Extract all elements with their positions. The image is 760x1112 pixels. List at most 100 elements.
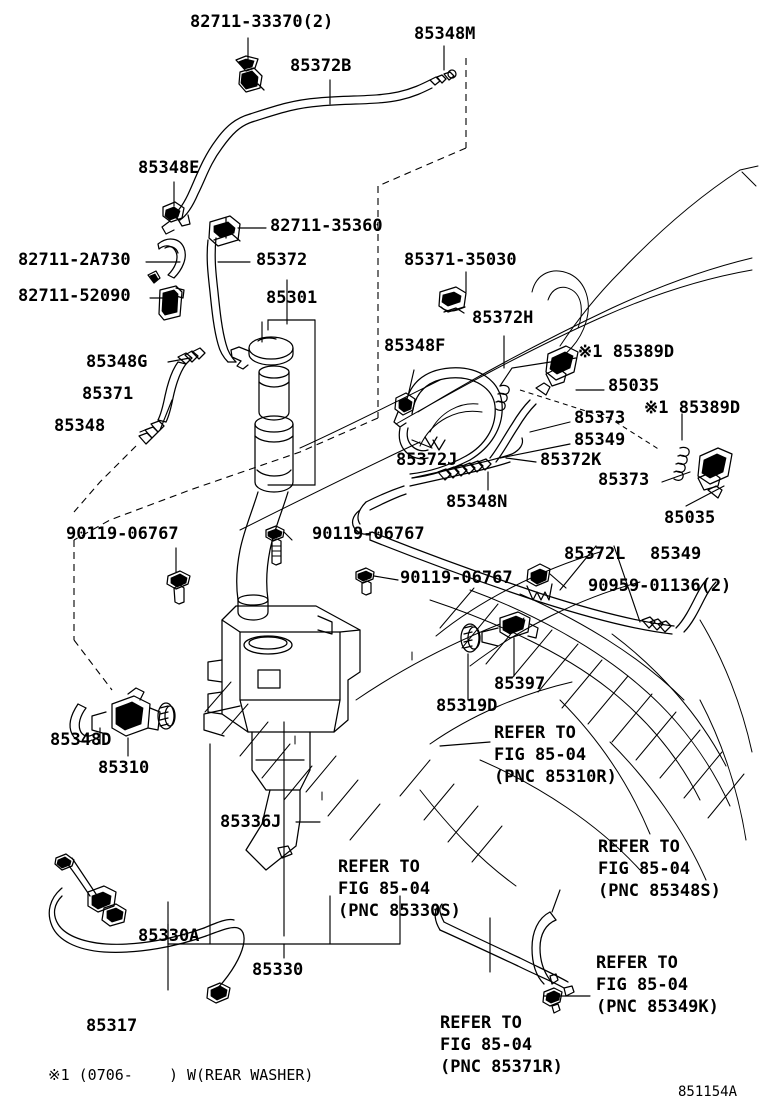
vehicle-body-outline [239,165,759,887]
label-85035-1: 85035 [608,376,660,396]
label-refer-85349K: REFER TO FIG 85-04 (PNC 85349K) [596,953,719,1018]
label-85348E: 85348E [138,158,200,178]
label-85372K: 85372K [540,450,602,470]
part-85348M-connector [429,69,457,86]
label-90119-06767-a: 90119-06767 [66,524,179,544]
part-85389D-clip-left [495,384,510,411]
label-85319D: 85319D [436,696,498,716]
label-85301: 85301 [266,288,318,308]
ghost-line-right-nozzle-2 [519,389,609,419]
label-82711-33370: 82711-33370(2) [190,12,334,32]
part-85348F-joint [393,392,429,460]
part-85301-cap [230,336,294,370]
leader-85348G [167,357,191,363]
label-85349-2: 85349 [650,544,702,564]
label-85348D: 85348D [50,730,112,750]
label-refer-85310R: REFER TO FIG 85-04 (PNC 85310R) [494,723,617,788]
part-85310-pump [91,687,161,737]
label-85397: 85397 [494,674,546,694]
figure-id: 851154A [678,1084,738,1100]
part-85371-35030-clip [438,286,467,314]
label-85348: 85348 [54,416,106,436]
ghost-line-panel-lower [73,417,379,541]
part-82711-52090-clip [158,285,185,321]
leader-85349-left [499,443,571,459]
part-82711-35360-clip [208,215,241,247]
leader-85373-left [529,421,571,433]
leader-90119-b [283,531,293,541]
leader-85301-a [267,319,316,331]
label-refer-85371R: REFER TO FIG 85-04 (PNC 85371R) [440,1013,563,1078]
part-85397-nozzle [481,611,539,647]
leader-90959 [549,573,567,589]
label-85330: 85330 [252,960,304,980]
label-85372B: 85372B [290,56,352,76]
leader-85372J [411,439,433,449]
leader-85035-right [685,485,725,507]
part-85310-grommet [157,702,176,730]
part-85317-harness [48,853,245,1004]
leader-lines [99,37,725,991]
part-85348E-elbow [161,201,191,235]
part-85389D-clip-right [673,446,690,481]
leader-85373-right [661,471,691,483]
leader-85349-right [613,545,641,623]
label-85389D-2: ※1 85389D [644,398,741,418]
part-90119-06767-bolt-b [265,525,285,566]
part-85319D-grommet [460,623,481,653]
leader-90119-c [373,575,399,581]
part-85373-hose-right [675,577,717,633]
leader-85301-box [267,319,316,486]
label-85372: 85372 [256,250,308,270]
label-85372L: 85372L [564,544,626,564]
part-82711-2A730-clip [147,238,186,284]
label-85348N: 85348N [446,492,508,512]
label-85035-2: 85035 [664,508,716,528]
part-85349K-fitting [542,973,563,1014]
label-90959-01136: 90959-01136(2) [588,576,732,596]
part-85372-hose [206,237,237,363]
leader-85348F [407,369,415,397]
ghost-line-right-nozzle [599,411,661,451]
label-85373-1: 85373 [574,408,626,428]
label-refer-85330S: REFER TO FIG 85-04 (PNC 85330S) [338,857,461,922]
part-85348-connector [138,420,165,445]
label-85372J: 85372J [396,450,458,470]
part-90119-06767-bolt-c [355,567,375,596]
label-82711-2A730: 82711-2A730 [18,250,131,270]
leader-85389D-left [499,357,577,387]
leader-85348S [551,889,561,913]
part-82711-33370-clip [235,55,265,93]
part-85035-nozzle-right [697,447,733,499]
label-85372H: 85372H [472,308,534,328]
part-90959-01136-clip [526,563,553,601]
part-85349-connector-left [469,458,492,473]
part-85330-reservoir [203,605,413,871]
leader-85348 [139,427,151,433]
label-82711-35360: 82711-35360 [270,216,383,236]
label-90119-06767-b: 90119-06767 [312,524,425,544]
ghost-line-85348 [73,445,137,513]
label-85317: 85317 [86,1016,138,1036]
label-85336J: 85336J [220,812,282,832]
part-85372B-hose [171,79,433,221]
label-85348F: 85348F [384,336,446,356]
part-90119-06767-bolt-a [166,570,191,605]
ghost-line-panel-left2 [73,639,113,691]
label-85373-2: 85373 [598,470,650,490]
part-85372K-hose [351,437,675,635]
leader-85372L [559,545,597,591]
label-85348G: 85348G [86,352,148,372]
label-82711-52090: 82711-52090 [18,286,131,306]
part-85349-connector-right [641,616,672,633]
leader-frame-85330 [167,721,401,959]
leader-85310R [439,741,491,747]
part-85348G-connector [177,347,206,365]
label-85349-1: 85349 [574,430,626,450]
part-85348S-hose [531,911,557,985]
label-85348M: 85348M [414,24,476,44]
ghost-line-85348M-2 [377,147,467,187]
part-85372H-hose-loop [404,367,503,479]
